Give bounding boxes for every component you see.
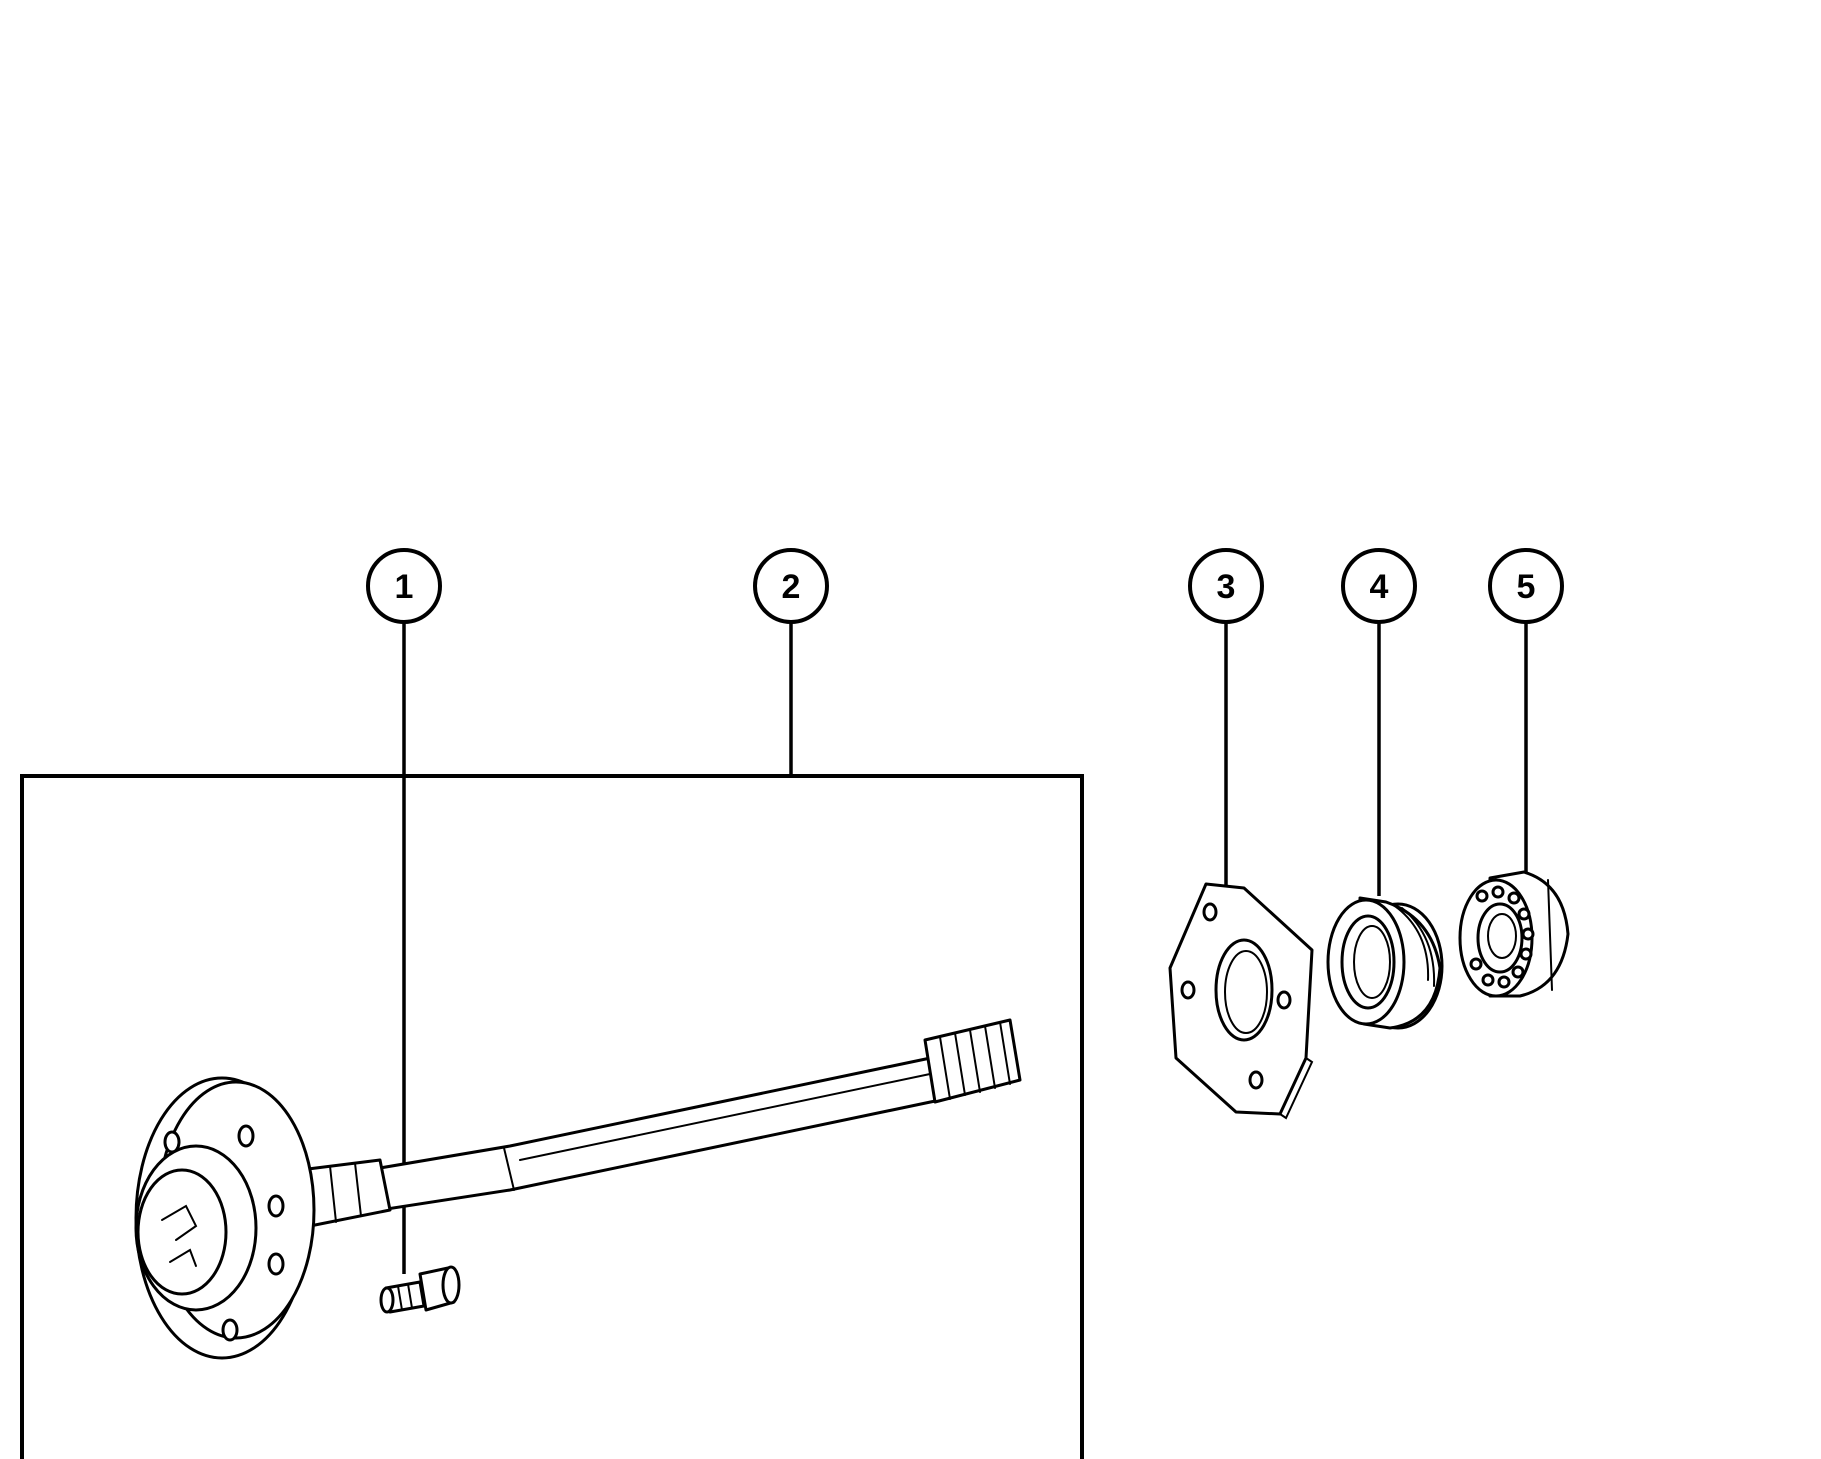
axle-spline (923, 1018, 1022, 1104)
bearing-bore (1487, 913, 1517, 959)
oil-seal (1326, 896, 1444, 1030)
callout-5: 5 (1488, 548, 1564, 624)
wheel-stud (379, 1265, 461, 1314)
callout-3: 3 (1188, 548, 1264, 624)
wheel-stud-head-face (441, 1265, 461, 1305)
callout-label: 2 (782, 568, 801, 606)
callout-label: 1 (395, 568, 414, 606)
callout-4: 4 (1341, 548, 1417, 624)
axle-shaft (134, 1018, 1022, 1360)
axle-shaft-highlight (519, 1073, 931, 1161)
callout-label: 5 (1517, 568, 1536, 606)
retainer-plate-edge (1279, 1057, 1314, 1120)
flange-stud-holes (163, 1124, 285, 1342)
oil-seal-ribs (1391, 903, 1436, 987)
retainer-plate (1168, 882, 1314, 1120)
callout-label: 3 (1217, 568, 1236, 606)
axle-hub-face (136, 1168, 228, 1296)
callout-label: 4 (1370, 568, 1389, 606)
bearing-inner-race (1476, 902, 1524, 974)
oil-seal-lip-inner (1353, 925, 1391, 999)
retainer-plate-holes (1180, 902, 1292, 1090)
oil-seal-lip (1340, 914, 1396, 1010)
retainer-plate-bore-inner (1224, 950, 1268, 1034)
assembly-frame (20, 774, 1084, 1459)
callout-2: 2 (753, 548, 829, 624)
spline-teeth (939, 1021, 1011, 1100)
bearing (1458, 870, 1570, 998)
bearing-balls (1469, 885, 1535, 989)
axle-hub-slot (161, 1204, 198, 1267)
callout-1: 1 (366, 548, 442, 624)
axle-shaft-step (503, 1147, 515, 1191)
wheel-stud-tip (379, 1286, 395, 1314)
